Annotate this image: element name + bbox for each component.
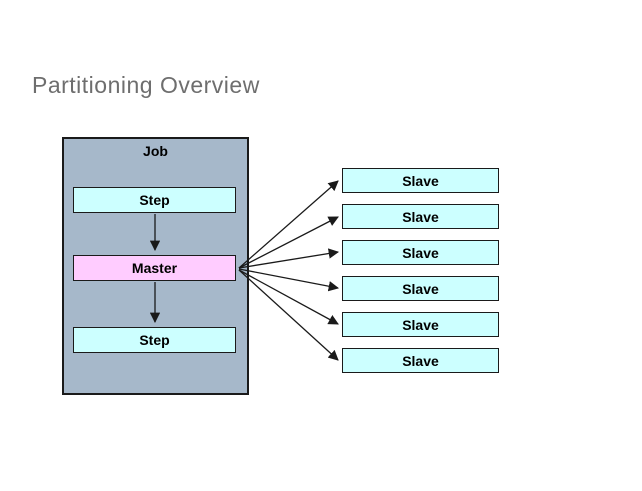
slave-box-4: Slave [342,276,499,301]
job-label: Job [143,143,168,159]
arrow-master-to-slave-2 [238,216,339,269]
step-top-box: Step [73,187,236,213]
slave-box-5: Slave [342,312,499,337]
step-bottom-box: Step [73,327,236,353]
arrow-master-to-slave-6 [238,269,339,361]
slave-box-2: Slave [342,204,499,229]
slave-box-6: Slave [342,348,499,373]
slide-title: Partitioning Overview [32,72,260,98]
arrow-master-to-slave-5 [238,269,339,325]
arrow-master-to-slave-1 [238,180,339,269]
slave-box-3: Slave [342,240,499,265]
master-box: Master [73,255,236,281]
arrow-master-to-slave-3 [238,248,340,269]
slave-box-1: Slave [342,168,499,193]
arrow-master-to-slave-4 [238,268,340,292]
